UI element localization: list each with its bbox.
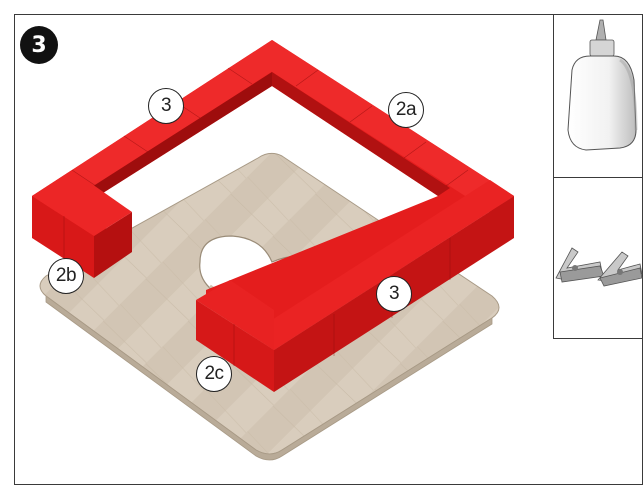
callout-left: 2b: [48, 258, 84, 294]
callout-right: 3: [376, 276, 412, 312]
glue-bottle-icon: [567, 19, 638, 151]
callout-top-left: 3: [148, 88, 184, 124]
callout-bottom: 2c: [196, 356, 232, 392]
step-number-badge: 3: [20, 26, 58, 64]
callout-top-right: 2a: [388, 92, 424, 128]
clamps-icon: [555, 247, 643, 287]
